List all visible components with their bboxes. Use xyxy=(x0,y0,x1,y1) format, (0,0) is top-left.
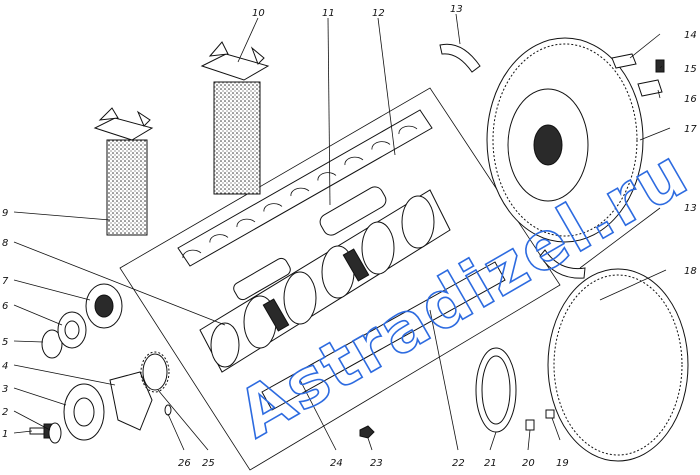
bearing-shell xyxy=(344,156,364,166)
callout-22: 22 xyxy=(452,458,465,469)
gear-25 xyxy=(142,353,168,391)
callout-18: 18 xyxy=(684,266,697,277)
thrust-half-ring-13-bottom xyxy=(539,249,586,279)
lower-bearing-shells xyxy=(261,261,506,411)
callout-2: 2 xyxy=(2,407,8,418)
plate-16 xyxy=(637,79,663,97)
bearing-shell xyxy=(236,218,256,228)
callout-24: 24 xyxy=(330,458,343,469)
callout-12: 12 xyxy=(372,8,385,19)
callout-13-bottom: 13 xyxy=(684,203,697,214)
bearing-shell-pack-10 xyxy=(200,41,270,195)
thrust-half-ring-13-top xyxy=(439,43,481,73)
callout-11: 11 xyxy=(322,8,335,19)
bearing-shell xyxy=(263,203,283,212)
upper-bearing-shells xyxy=(177,109,433,267)
washer-2 xyxy=(48,422,62,444)
callout-1: 1 xyxy=(2,429,8,440)
bearing-shell xyxy=(209,234,229,243)
bearing-shell xyxy=(398,125,418,135)
callout-23: 23 xyxy=(370,458,383,469)
nut-23 xyxy=(359,425,375,439)
bearing-shell-pack-9 xyxy=(93,107,154,236)
callout-3: 3 xyxy=(2,384,8,395)
callout-19: 19 xyxy=(556,458,569,469)
crankshaft xyxy=(199,186,451,373)
callout-10: 10 xyxy=(252,8,265,19)
leader-lines xyxy=(13,13,671,451)
bearing-shell xyxy=(317,172,337,181)
ring-gear-18 xyxy=(547,268,689,462)
callout-4: 4 xyxy=(2,361,8,372)
callout-20: 20 xyxy=(522,458,535,469)
assembly-frame xyxy=(119,87,561,471)
callout-17: 17 xyxy=(684,124,697,135)
callout-5: 5 xyxy=(2,337,8,348)
callout-6: 6 xyxy=(2,301,8,312)
callout-labels: 1 2 3 4 5 6 7 8 9 10 11 12 13 14 15 16 1… xyxy=(2,4,697,469)
callout-9: 9 xyxy=(2,208,8,219)
bolt-20 xyxy=(525,419,535,431)
counterweight-4 xyxy=(109,371,153,431)
bearing-shell xyxy=(371,141,391,150)
callout-15: 15 xyxy=(684,64,697,75)
bearing-shell xyxy=(290,187,310,197)
nut-19 xyxy=(545,409,555,419)
bearing-shell xyxy=(182,249,202,259)
callout-16: 16 xyxy=(684,94,697,105)
key-26 xyxy=(164,404,172,416)
gear-5 xyxy=(41,329,63,359)
callout-21: 21 xyxy=(484,458,497,469)
bolt-1 xyxy=(29,427,45,435)
callout-14: 14 xyxy=(684,30,697,41)
callout-7: 7 xyxy=(2,276,9,287)
callout-26: 26 xyxy=(178,458,191,469)
callout-8: 8 xyxy=(2,238,8,249)
bolt-15 xyxy=(655,59,665,73)
front-end-parts xyxy=(29,283,172,444)
rear-end-parts xyxy=(359,37,689,462)
callout-25: 25 xyxy=(202,458,215,469)
callout-13-top: 13 xyxy=(450,4,463,15)
